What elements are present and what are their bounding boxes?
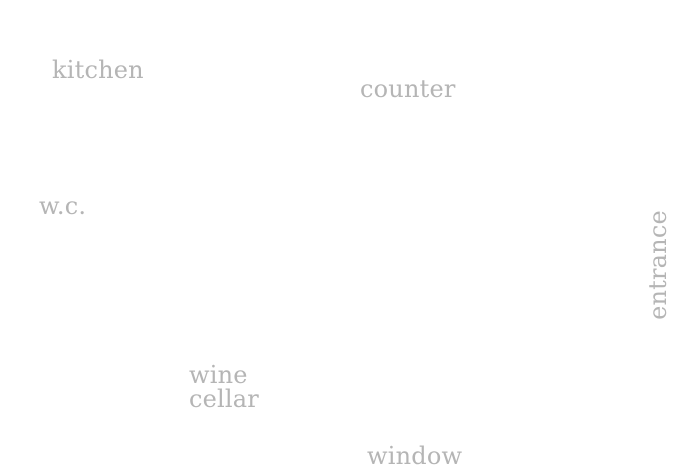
kitchen-label: kitchen	[52, 56, 144, 84]
counter-label: counter	[360, 75, 456, 103]
window-label: window	[367, 442, 463, 470]
wine-cellar-label-line2: cellar	[189, 385, 259, 413]
wc-label: w.c.	[39, 192, 87, 220]
entrance-label: entrance	[644, 210, 672, 320]
wine-cellar-label-line1: wine	[189, 361, 248, 389]
